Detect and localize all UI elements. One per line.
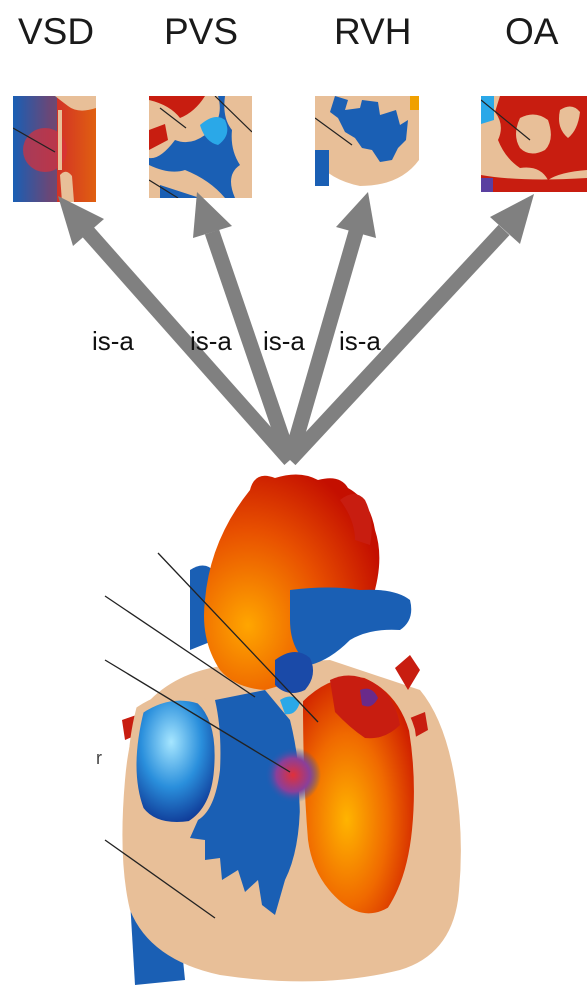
- vsd-image-tile: [13, 96, 96, 202]
- cropped-label-fragment: r: [96, 748, 102, 768]
- isa-label-rvh: is-a: [263, 328, 305, 354]
- oa-image-tile: [481, 96, 587, 192]
- isa-label-oa: is-a: [339, 328, 381, 354]
- isa-label-pvs: is-a: [190, 328, 232, 354]
- pvs-image-tile: [149, 96, 252, 198]
- heart-illustration: [105, 474, 461, 985]
- rvh-image-tile: [315, 96, 419, 186]
- isa-label-vsd: is-a: [92, 328, 134, 354]
